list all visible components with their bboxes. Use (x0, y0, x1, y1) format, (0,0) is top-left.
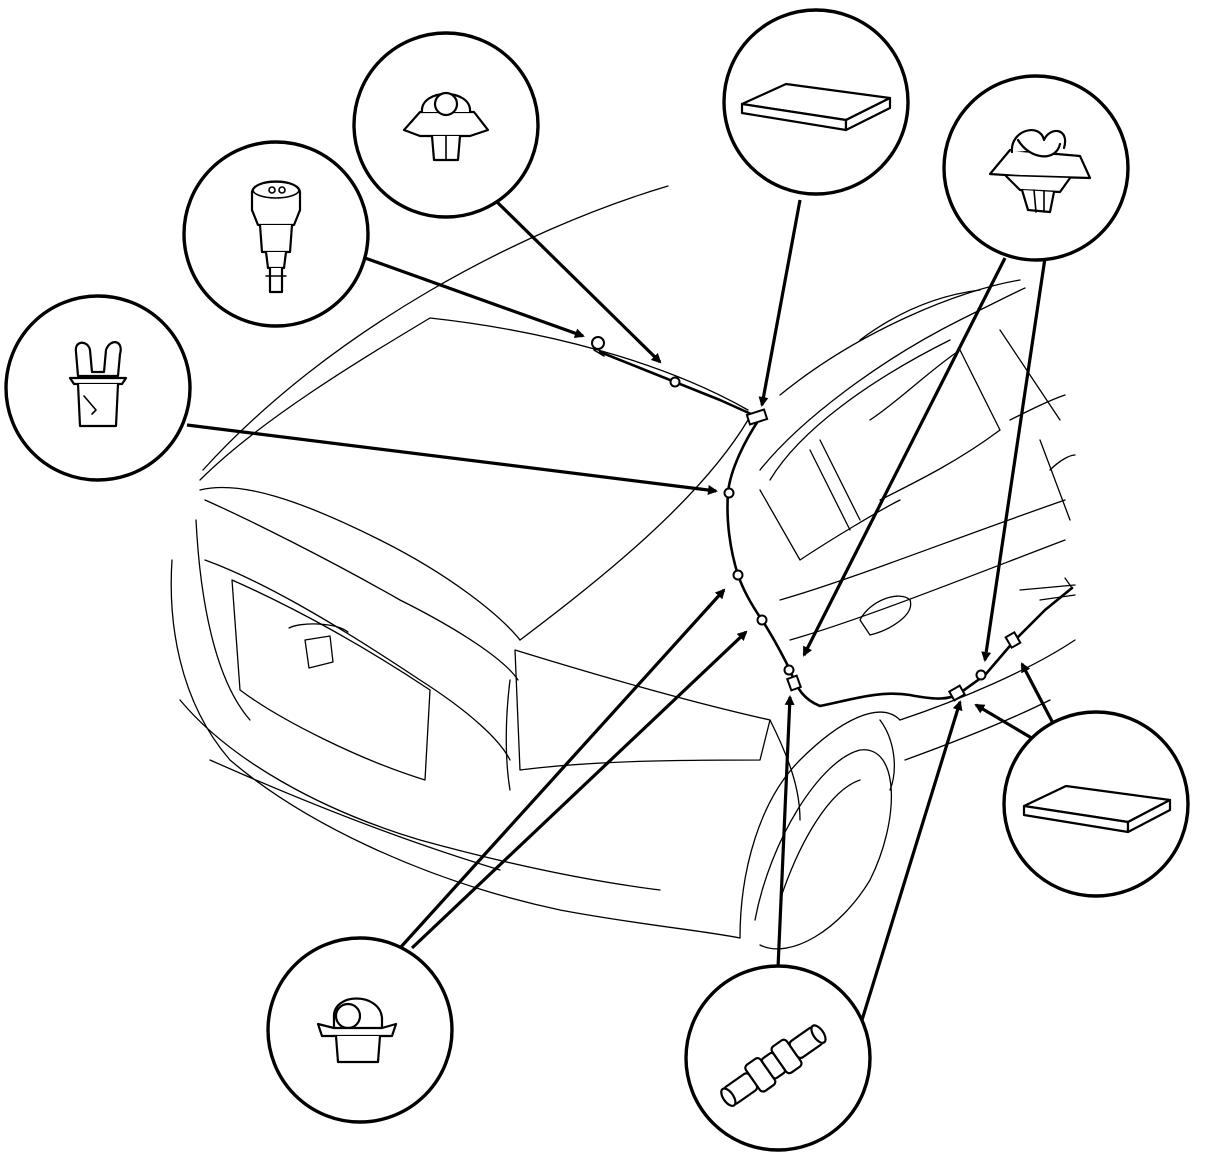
callout-washer-nozzle (182, 140, 370, 328)
callout-cushion-pad-sill (1002, 710, 1190, 898)
cushion-pad-icon (1022, 784, 1172, 834)
callout-hose-clamp-pillar (4, 294, 192, 482)
callout-hose-clip-top (352, 31, 540, 219)
callout-cushion-pad-roof (722, 8, 910, 196)
callout-hose-clip-lower (266, 936, 454, 1124)
cushion-pad-icon (740, 82, 892, 132)
hose-clamp-icon (68, 341, 128, 428)
leader-lines (186, 198, 1057, 1021)
hose-clip-icon (402, 91, 490, 162)
hose-joint-icon (720, 1024, 827, 1107)
washer-hose (591, 336, 1074, 708)
washer-nozzle-icon (250, 180, 302, 294)
callout-hose-holder-clip (942, 74, 1130, 262)
callout-hose-joint (684, 964, 872, 1152)
hose-holder-clip-icon (988, 129, 1092, 214)
hose-clip-icon (316, 997, 398, 1064)
vehicle-outline (170, 185, 1076, 950)
